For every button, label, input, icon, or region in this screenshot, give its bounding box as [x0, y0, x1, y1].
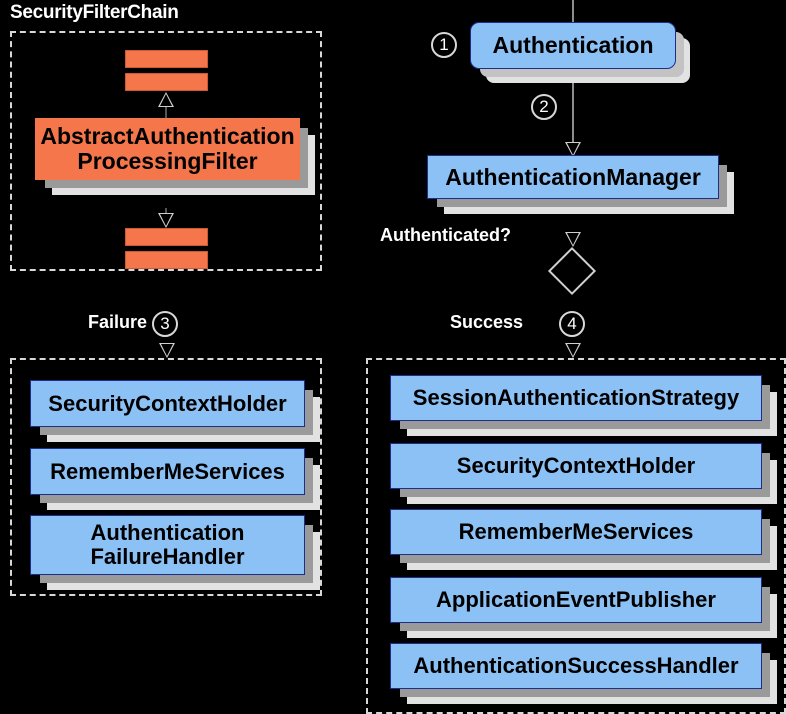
failure-branch-group [10, 358, 322, 596]
node-success-remember-me-services[interactable]: RememberMeServices [390, 509, 762, 555]
decision-label-authenticated: Authenticated? [380, 225, 512, 245]
filter-bar-bottom-1 [125, 228, 208, 246]
step-number-2: 2 [531, 94, 557, 120]
filter-connector-upper-line [165, 98, 167, 130]
node-authentication[interactable]: Authentication [470, 22, 676, 69]
node-label-line-2: ProcessingFilter [77, 148, 258, 174]
node-failure-remember-me-services[interactable]: RememberMeServices [30, 448, 305, 495]
filter-connector-lower-arrow-up [157, 192, 175, 208]
step-number-3: 3 [152, 311, 178, 337]
node-label-line-1: Authentication [90, 520, 245, 546]
node-failure-authentication-failure-handler[interactable]: Authentication FailureHandler [30, 515, 305, 575]
node-success-session-authentication-strategy[interactable]: SessionAuthenticationStrategy [390, 375, 762, 421]
success-branch-arrow [565, 343, 581, 358]
node-label: AuthenticationManager [445, 163, 701, 190]
manager-to-decision-arrow [565, 232, 581, 247]
node-label: SessionAuthenticationStrategy [412, 385, 740, 411]
filter-bar-bottom-2 [125, 251, 208, 269]
node-success-application-event-publisher[interactable]: ApplicationEventPublisher [390, 577, 762, 623]
security-filter-chain-label: SecurityFilterChain [10, 2, 179, 23]
node-label: ApplicationEventPublisher [436, 587, 716, 613]
node-label: RememberMeServices [50, 458, 285, 484]
node-label: AuthenticationSuccessHandler [413, 653, 739, 679]
filter-bar-top-1 [125, 50, 208, 68]
filter-connector-upper-arrow-up [158, 92, 174, 107]
node-label: SecurityContextHolder [456, 453, 696, 479]
filter-connector-lower-arrow-down [158, 213, 174, 228]
auth-to-manager-line [572, 69, 574, 156]
filter-bar-top-2 [125, 73, 208, 91]
failure-edge-label: Failure [88, 312, 148, 332]
success-branch-group [366, 358, 786, 714]
node-label: SecurityContextHolder [48, 390, 287, 416]
step-number-1: 1 [431, 32, 457, 58]
manager-to-decision-line [571, 199, 574, 236]
node-abstract-authentication-processing-filter[interactable]: AbstractAuthentication ProcessingFilter [35, 118, 300, 180]
decision-diamond [547, 246, 597, 296]
node-success-security-context-holder[interactable]: SecurityContextHolder [390, 443, 762, 489]
node-label: RememberMeServices [458, 519, 694, 545]
step-number-4: 4 [559, 311, 585, 337]
auth-to-manager-arrow [565, 142, 581, 157]
node-authentication-manager[interactable]: AuthenticationManager [427, 155, 719, 199]
node-success-authentication-success-handler[interactable]: AuthenticationSuccessHandler [390, 643, 762, 689]
node-label: Authentication [492, 32, 654, 59]
node-failure-security-context-holder[interactable]: SecurityContextHolder [30, 380, 305, 427]
failure-branch-arrow [159, 343, 175, 358]
node-label-line-2: FailureHandler [90, 544, 245, 569]
success-edge-label: Success [450, 312, 524, 332]
security-filter-chain-group [10, 31, 322, 271]
flow-entry-line [572, 0, 574, 22]
node-label-line-1: AbstractAuthentication [40, 123, 295, 150]
